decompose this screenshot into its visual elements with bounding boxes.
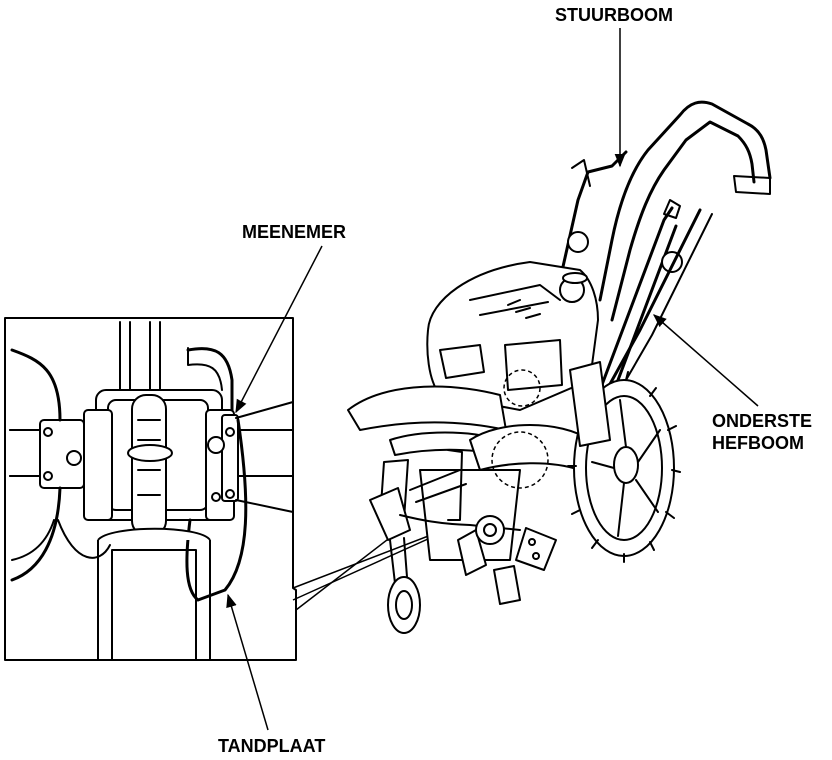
label-onderste-hefboom: ONDERSTE HEFBOOM xyxy=(712,410,812,454)
onderste-hefboom-leader xyxy=(652,314,759,407)
label-onderste-hefboom-line1: ONDERSTE xyxy=(712,411,813,431)
meenemer-leader xyxy=(235,245,323,414)
label-onderste-hefboom-line2: HEFBOOM xyxy=(712,433,804,453)
detail-leader-3 xyxy=(295,529,401,611)
label-meenemer: MEENEMER xyxy=(242,222,347,242)
label-tandplaat: TANDPLAAT xyxy=(218,736,326,756)
label-stuurboom: STUURBOOM xyxy=(555,5,673,25)
tiller xyxy=(347,100,772,634)
detail-inset xyxy=(4,317,297,661)
tandplaat-leader xyxy=(226,593,269,731)
